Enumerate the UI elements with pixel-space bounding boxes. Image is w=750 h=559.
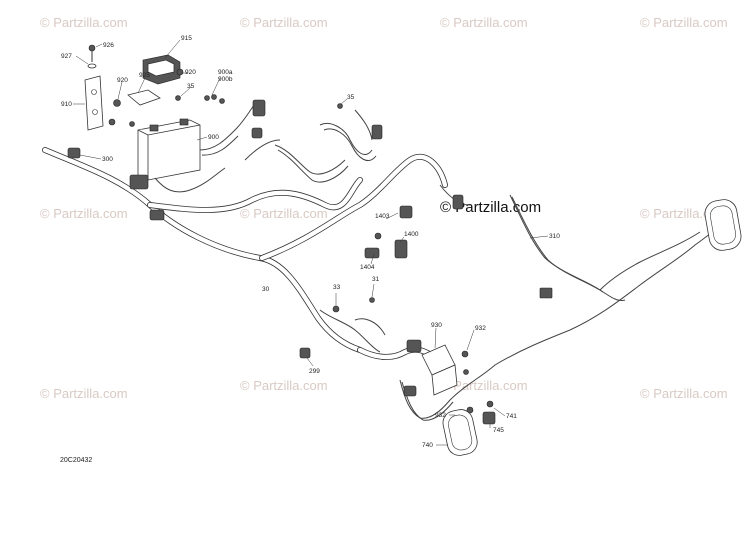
connectors <box>67 99 553 425</box>
callout-labels: 926 927 915 925 920 920 900a 900b 35 910… <box>61 35 560 449</box>
hardware-fasteners <box>87 44 494 414</box>
callout-299: 299 <box>309 368 320 375</box>
callout-920: 920 <box>185 69 196 76</box>
tail-light-right <box>704 199 742 251</box>
callout-926: 926 <box>103 42 114 49</box>
callout-30: 30 <box>262 286 270 293</box>
watermark: © Partzilla.com <box>640 386 728 401</box>
watermark: © Partzilla.com <box>240 206 328 221</box>
callout-900a: 900a <box>218 69 233 76</box>
callout-33: 33 <box>333 284 341 291</box>
callout-927: 927 <box>61 53 72 60</box>
battery <box>137 103 256 193</box>
callout-35: 35 <box>347 94 355 101</box>
callout-932: 932 <box>435 412 446 419</box>
callout-910: 910 <box>61 101 72 108</box>
callout-925: 925 <box>139 72 150 79</box>
watermark: © Partzilla.com <box>40 386 128 401</box>
watermark: © Partzilla.com <box>40 15 128 30</box>
watermark: © Partzilla.com <box>440 15 528 30</box>
watermark-layer: © Partzilla.com © Partzilla.com © Partzi… <box>40 15 728 401</box>
callout-31: 31 <box>372 276 380 283</box>
callout-310: 310 <box>549 233 560 240</box>
callout-930: 930 <box>431 322 442 329</box>
callout-740: 740 <box>422 442 433 449</box>
leader-lines <box>73 39 549 446</box>
relay-plate <box>127 89 161 106</box>
callout-932: 932 <box>475 325 486 332</box>
battery-bracket <box>84 75 104 131</box>
callout-1404: 1404 <box>360 264 375 271</box>
callout-300: 300 <box>102 156 113 163</box>
watermark: © Partzilla.com <box>40 206 128 221</box>
callout-920: 920 <box>117 77 128 84</box>
watermark: © Partzilla.com <box>240 378 328 393</box>
fuse-box <box>142 54 181 85</box>
callout-1400: 1400 <box>404 231 419 238</box>
callout-741: 741 <box>506 413 517 420</box>
brand-watermark: © Partzilla.com <box>440 199 541 216</box>
callout-900: 900 <box>208 134 219 141</box>
watermark: © Partzilla.com <box>640 15 728 30</box>
rear-harness <box>399 184 719 421</box>
callout-35: 35 <box>187 83 195 90</box>
diagram-code: 20C20432 <box>60 457 92 464</box>
watermark: © Partzilla.com <box>240 15 328 30</box>
control-module <box>421 344 458 396</box>
callout-1403: 1403 <box>375 213 390 220</box>
callout-900b: 900b <box>218 76 233 83</box>
main-harness <box>42 109 448 363</box>
tail-light-left <box>442 409 478 456</box>
callout-745: 745 <box>493 427 504 434</box>
callout-915: 915 <box>181 35 192 42</box>
